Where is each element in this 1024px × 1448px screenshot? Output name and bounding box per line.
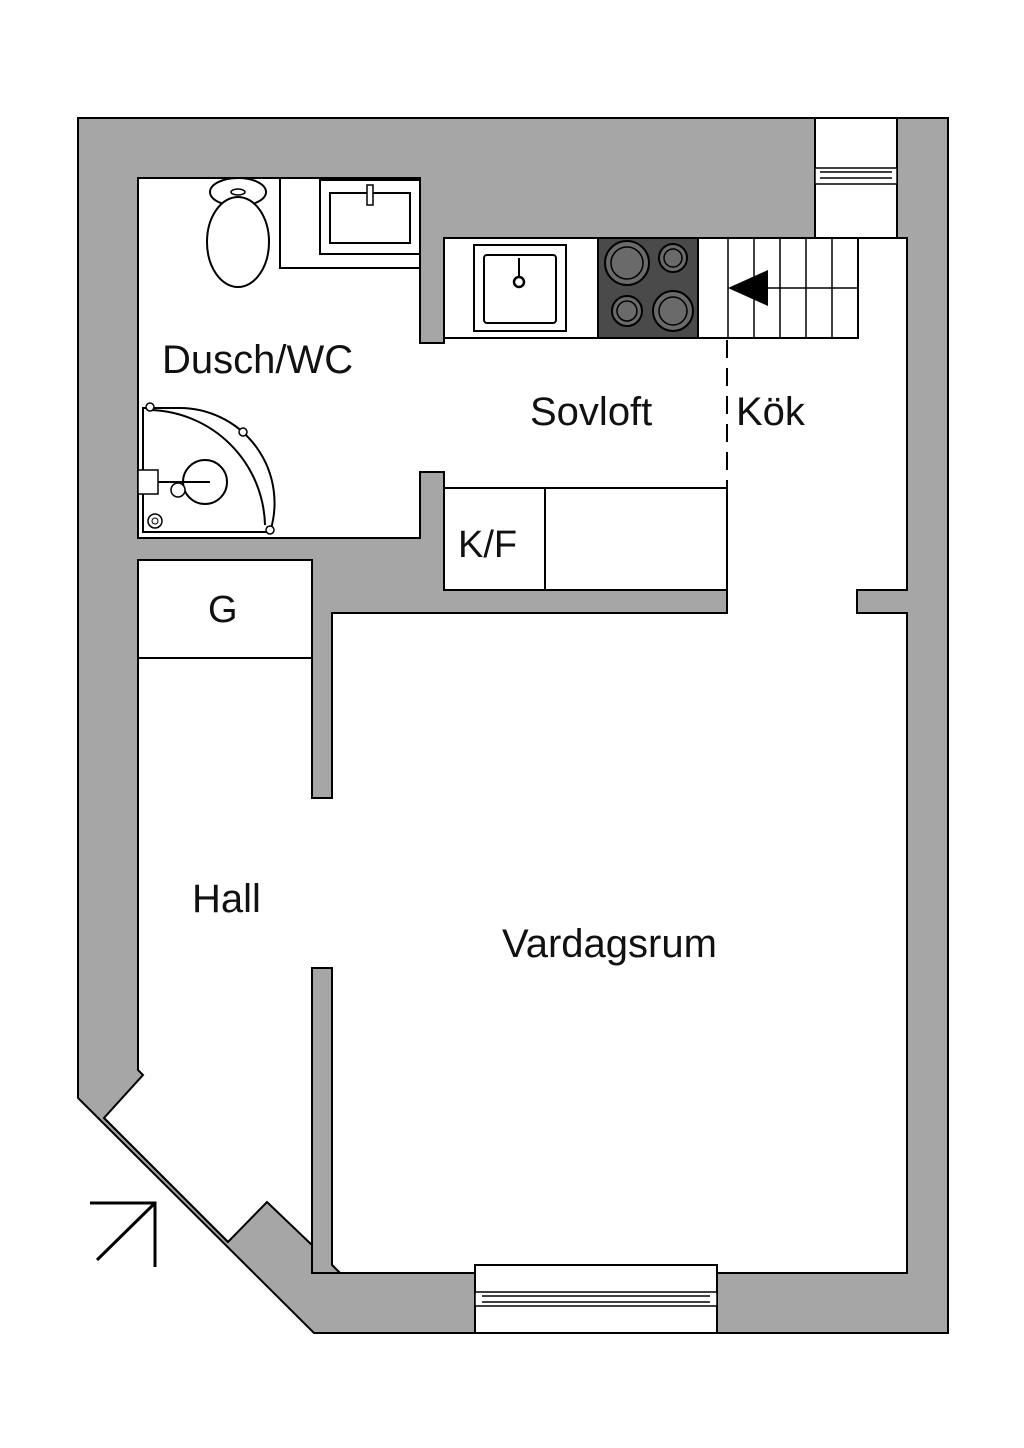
shower-icon [137,402,276,535]
stove-icon [597,237,699,339]
room-label-g: G [208,589,238,631]
lower-counter [443,487,728,591]
wardrobe [137,559,313,659]
entrance-door-line [103,1117,229,1243]
partition-lower [311,967,343,1274]
entrance-arrow-icon [90,1201,157,1267]
room-label-sovloft: Sovloft [530,390,652,434]
room-label-hall: Hall [192,877,261,921]
room-label-dusch-wc: Dusch/WC [162,338,353,382]
bottom-window-frame [474,1291,718,1307]
room-label-kf: K/F [458,524,517,566]
toilet-icon [206,177,270,288]
bathroom-sink-icon [279,178,421,269]
stairs-direction-arrow-icon [728,270,768,306]
stairs [697,237,859,339]
top-window-frame [814,167,898,185]
kitchen-sink-icon [473,244,567,332]
room-label-vardagsrum: Vardagsrum [502,922,717,966]
room-label-kok: Kök [736,390,806,434]
